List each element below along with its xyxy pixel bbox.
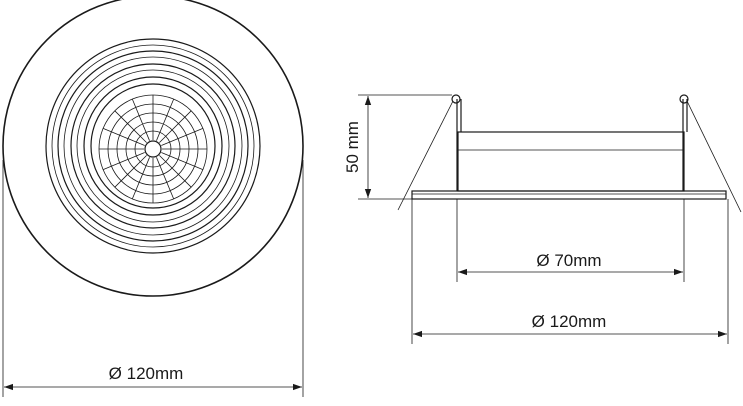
step-rings [45,38,261,254]
lens-spoke [159,155,192,188]
spring-wire-right [686,100,742,213]
lens-spoke [161,127,204,146]
clip-pivot-left [451,94,461,104]
outer-diameter-label: Ø 120mm [532,312,607,331]
inner-diameter-label: Ø 70mm [536,251,601,270]
front-view: Ø 120mm [2,0,304,397]
lens-spoke [102,127,145,146]
outer-rim [2,0,304,297]
spring-wire-left [397,100,454,211]
lens-spoke [102,152,145,171]
front-diameter-label: Ø 120mm [109,364,184,383]
lens-spoke [114,155,147,188]
sensor-lens [98,94,208,204]
lens-spoke [114,110,147,143]
lens-spoke [159,110,192,143]
height-label: 50 mm [343,121,362,173]
center-sensor [144,140,162,158]
housing-body [457,131,685,192]
lens-spoke [156,157,175,200]
lens-spoke [156,98,175,141]
lens-spoke [161,152,204,171]
lens-spoke [131,98,150,141]
flange [411,190,727,200]
side-view: 50 mm Ø 70mm Ø 120mm [343,94,742,344]
lens-spoke [131,157,150,200]
clip-pivot-right [679,94,689,104]
